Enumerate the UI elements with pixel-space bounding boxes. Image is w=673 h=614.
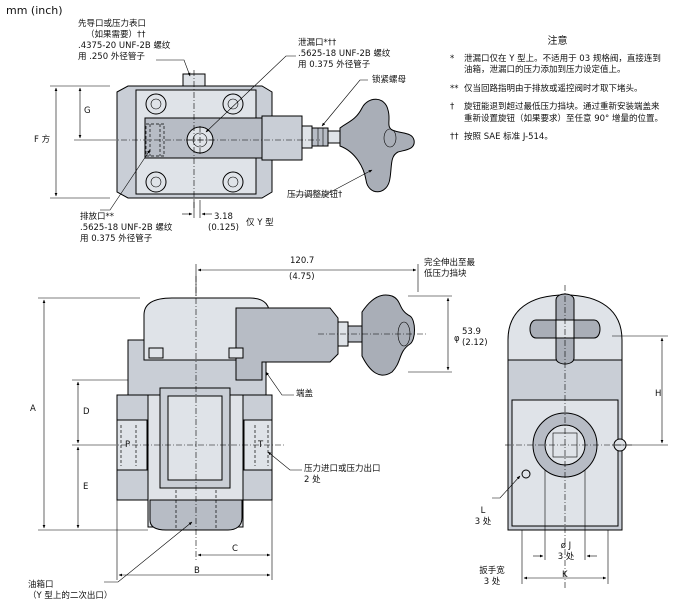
dim-width-inch: (4.75) [289,272,315,282]
tank-port-label: 油箱口 （Y 型上的二次出口） [28,580,112,602]
dim-l-label: L 3 处 [468,506,498,528]
pressure-port-line: 2 处 [304,475,321,485]
note-text: 仅当回路指明由于排放或遥控阀时才取下堵头。 [464,83,643,94]
dim-width-label: 120.7 [290,256,314,267]
full-extension-label: 完全伸出至最 低压力挡块 [424,258,475,280]
front-view [38,264,452,583]
offset-note-label: 仅 Y 型 [246,218,274,228]
dim-c-label: C [232,544,238,554]
dim-j-label: ø J 3 处 [551,541,581,563]
vent-port-label: 排放口** .5625-18 UNF-2B 螺纹 用 0.375 外径管子 [80,212,172,245]
wrench-line: 扳手宽 [479,566,505,576]
vent-port-line: 用 0.375 外径管子 [80,234,153,244]
drain-port-line: .5625-18 UNF-2B 螺纹 [298,49,391,59]
note-text: 按照 SAE 标准 J-514。 [464,132,553,142]
note-mark: ** [450,83,459,94]
dim-j-count: 3 处 [557,552,575,562]
dim-width-value: 120.7 [290,256,315,266]
dim-l-value: L [480,506,486,516]
vent-port-line: .5625-18 UNF-2B 螺纹 [80,223,173,233]
pressure-port-line: 压力进口或压力出口 [304,464,381,474]
note-item: †† 按照 SAE 标准 J-514。 [450,132,665,144]
vent-port-line: 排放口** [80,212,115,222]
offset-dim-value: 3.18 [214,212,233,222]
dim-e-label: E [83,482,89,492]
top-view [50,55,415,218]
drain-port-line: 泄漏口*†† [298,38,337,48]
note-text: 泄漏口仅在 Y 型上。不适用于 03 规格阀，直接连到油箱，泄漏口的压力添加到压… [464,53,661,76]
knob-dia-label: 53.9 (2.12) [462,327,488,349]
pilot-port-line: 用 .250 外径管子 [78,52,145,62]
note-mark: †† [450,132,459,142]
notes-title: 注意 [547,36,568,47]
dim-b-label: B [194,566,200,576]
knob-phi-symbol: φ [454,334,460,344]
dim-g-label: G [84,106,91,116]
note-item: ** 仅当回路指明由于排放或遥控阀时才取下堵头。 [450,84,665,96]
unit-label: mm (inch) [6,4,63,17]
drain-port-label: 泄漏口*†† .5625-18 UNF-2B 螺纹 用 0.375 外径管子 [298,38,390,71]
dim-d-label: D [83,407,90,417]
notes-panel: 注意 * 泄漏口仅在 Y 型上。不适用于 03 规格阀，直接连到油箱，泄漏口的压力… [450,36,665,151]
adjust-knob-label: 压力调整旋钮† [287,190,343,200]
drain-port-line: 用 0.375 外径管子 [298,60,371,70]
knob-dia-inch: (2.12) [462,338,488,348]
knob-dia-value: 53.9 [462,327,481,337]
full-extension-line: 低压力挡块 [424,269,467,279]
full-extension-line: 完全伸出至最 [424,258,476,268]
dim-l-count: 3 处 [474,517,492,527]
note-mark: * [450,53,455,64]
note-item: * 泄漏口仅在 Y 型上。不适用于 03 规格阀，直接连到油箱，泄漏口的压力添加到… [450,54,665,77]
note-item: † 旋钮能退到超过最低压力挡块。通过重新安装端盖来重新设置旋钮（如果要求）至任意 … [450,102,665,125]
offset-dim-label: 3.18 (0.125) [208,212,239,234]
pilot-port-line: 先导口或压力表口 [78,19,147,29]
dim-f-label: F 方 [34,135,51,145]
side-view [492,285,668,588]
lock-nut-label: 锁紧螺母 [372,75,407,85]
note-text: 旋钮能退到超过最低压力挡块。通过重新安装端盖来重新设置旋钮（如果要求）至任意 9… [464,102,663,124]
wrench-label: 扳手宽 3 处 [470,566,514,588]
tank-port-line: 油箱口 [28,580,54,590]
pilot-port-line: （如果需要）†† [86,30,146,40]
dim-a-label: A [30,404,36,414]
port-t-label: T [258,440,264,450]
pilot-port-line: .4375-20 UNF-2B 螺纹 [78,41,171,51]
tank-port-line: （Y 型上的二次出口） [28,591,113,601]
dim-j-value: ø J [560,541,572,551]
offset-dim-value: (0.125) [208,223,239,233]
note-mark: † [450,102,455,112]
end-cap-label: 端盖 [296,389,314,399]
port-p-label: P [125,440,131,450]
pilot-port-label: 先导口或压力表口 （如果需要）†† .4375-20 UNF-2B 螺纹 用 .… [78,19,170,63]
dim-h-label: H [655,389,662,399]
pressure-port-label: 压力进口或压力出口 2 处 [304,464,381,486]
dim-k-label: K [562,570,568,580]
wrench-line: 3 处 [483,577,501,587]
